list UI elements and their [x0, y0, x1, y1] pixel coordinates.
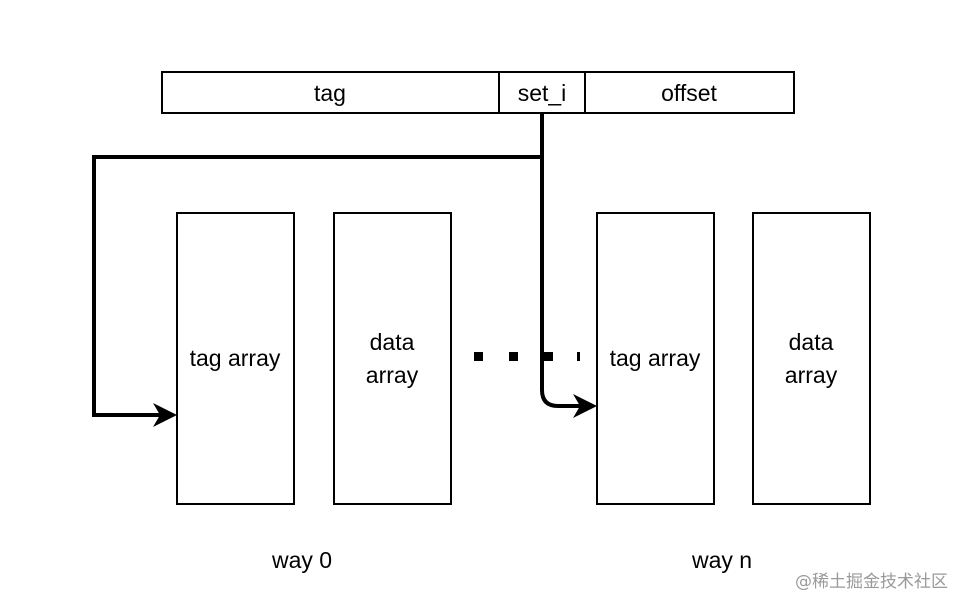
way-n-data-array-label-line2: array	[785, 362, 838, 388]
way-0-tag-array-label: tag array	[190, 345, 281, 371]
way-n-data-array-box	[752, 212, 871, 505]
ellipsis-dot	[509, 352, 518, 361]
set-index-field-label: set_i	[518, 80, 567, 106]
way-0-tag-array-box	[176, 212, 295, 505]
way-n-label: way n	[691, 547, 752, 573]
way-0-arrowhead	[153, 403, 177, 427]
way-n-arrowhead	[573, 394, 597, 418]
way-0-data-array-label-line1: data	[370, 329, 415, 355]
watermark: @稀土掘金技术社区	[795, 572, 948, 592]
way-n-tag-array-label: tag array	[610, 345, 701, 371]
tag-field-box	[161, 71, 500, 114]
ellipsis-dot	[577, 352, 580, 361]
way-n: tag array data array way n	[596, 212, 871, 573]
offset-field-box	[584, 71, 795, 114]
offset-field-label: offset	[661, 80, 717, 106]
set-index-to-way-0-arrow	[92, 113, 544, 420]
address-bar: tag set_i offset	[161, 71, 795, 114]
way-n-tag-array-box	[596, 212, 715, 505]
ellipsis-dot	[474, 352, 483, 361]
ellipsis-dot	[544, 352, 553, 361]
way-0-data-array-label-line2: array	[366, 362, 419, 388]
way-n-data-array-label-line1: data	[789, 329, 834, 355]
way-0: tag array data array way 0	[176, 212, 452, 573]
way-0-label: way 0	[271, 547, 332, 573]
ellipsis-dots	[474, 352, 580, 361]
way-0-data-array-box	[333, 212, 452, 505]
set-index-to-way-n-arrow	[540, 113, 589, 411]
tag-field-label: tag	[314, 80, 346, 106]
